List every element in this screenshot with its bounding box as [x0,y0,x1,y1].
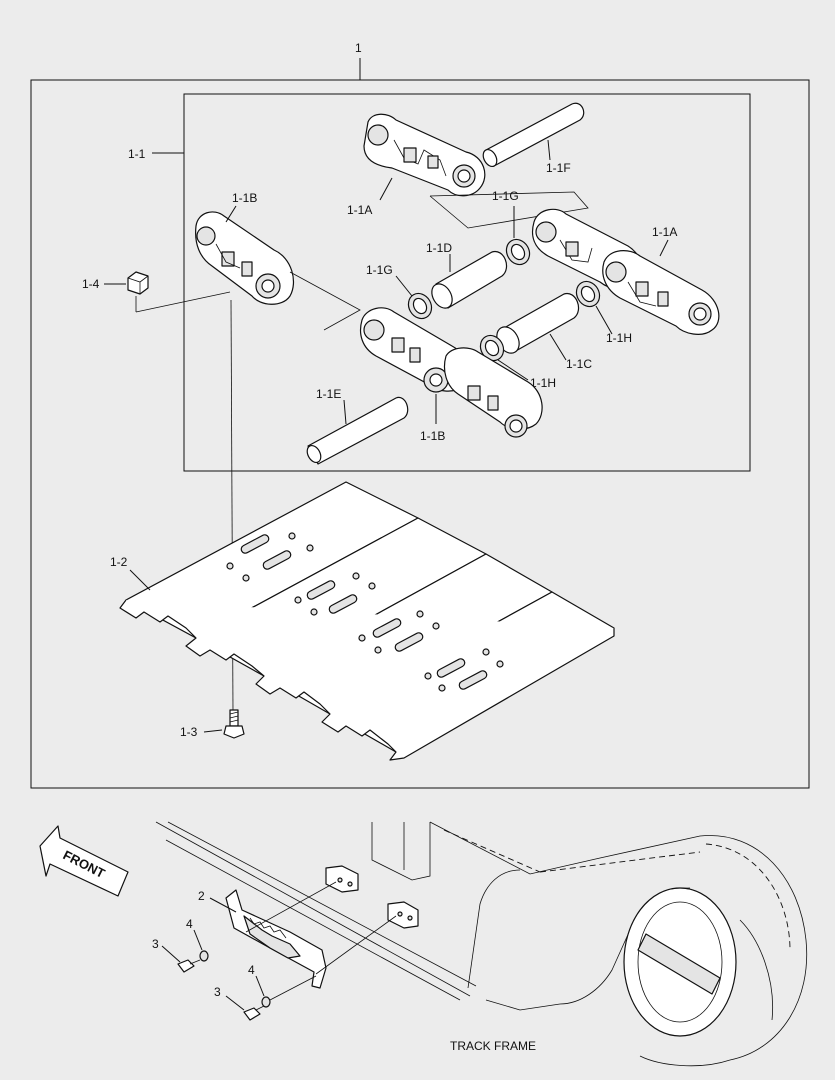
label-bolt: 1-3 [180,725,198,739]
track-shoes-1-2 [119,481,615,761]
pin-1-1d: 1-1D [426,241,507,309]
seal-1-1g-top: 1-1G [492,189,531,266]
bushing-1-1c: 1-1C [496,292,592,371]
link-1-1a-top [363,113,486,197]
label-bolt-small-1: 3 [152,937,159,951]
label-seal-h-right: 1-1H [606,331,632,345]
washer-4-upper: 4 [186,917,209,962]
nut-1-4: 1-4 [82,271,149,312]
seal-1-1g-left: 1-1G [366,263,433,320]
assembly-frame: 1 [30,41,810,789]
label-seal-g-top: 1-1G [492,189,519,203]
link-1-1b-right [359,307,543,438]
track-frame [155,821,808,1067]
bolt-3-lower: 3 [214,985,265,1021]
label-seal-h-bottom: 1-1H [530,376,556,390]
link-1-1a-right [531,208,720,335]
label-bushing: 1-1C [566,357,592,371]
front-arrow: FRONT [39,825,129,897]
label-link-right-b: 1-1B [420,429,445,443]
pin-1-1f: 1-1F [482,102,585,175]
label-track-frame: TRACK FRAME [450,1039,536,1053]
label-shoe: 1-2 [110,555,128,569]
label-link-right-a: 1-1A [652,225,677,239]
guard-2: 2 [198,881,397,989]
bolt-1-3: 1-3 [180,709,245,739]
label-bolt-small-2: 3 [214,985,221,999]
link-1-1b-left [195,211,295,305]
label-assembly: 1 [355,41,362,55]
pin-1-1e: 1-1E [306,387,409,465]
label-link-left-a: 1-1A [347,203,372,217]
label-link-assembly: 1-1 [128,147,146,161]
bolt-3-upper: 3 [152,937,201,973]
label-nut: 1-4 [82,277,100,291]
label-seal-g-left: 1-1G [366,263,393,277]
link-assembly-frame: 1-1 [128,93,751,472]
label-pin-e: 1-1E [316,387,341,401]
label-washer-2: 4 [248,963,255,977]
label-washer-1: 4 [186,917,193,931]
label-pin-d: 1-1D [426,241,452,255]
seal-1-1h-right: 1-1H [575,280,632,345]
label-link-left-b: 1-1B [232,191,257,205]
seal-1-1h-bottom: 1-1H [479,334,556,390]
label-guard: 2 [198,889,205,903]
label-pin-f: 1-1F [546,161,571,175]
washer-4-lower: 4 [248,963,317,1008]
